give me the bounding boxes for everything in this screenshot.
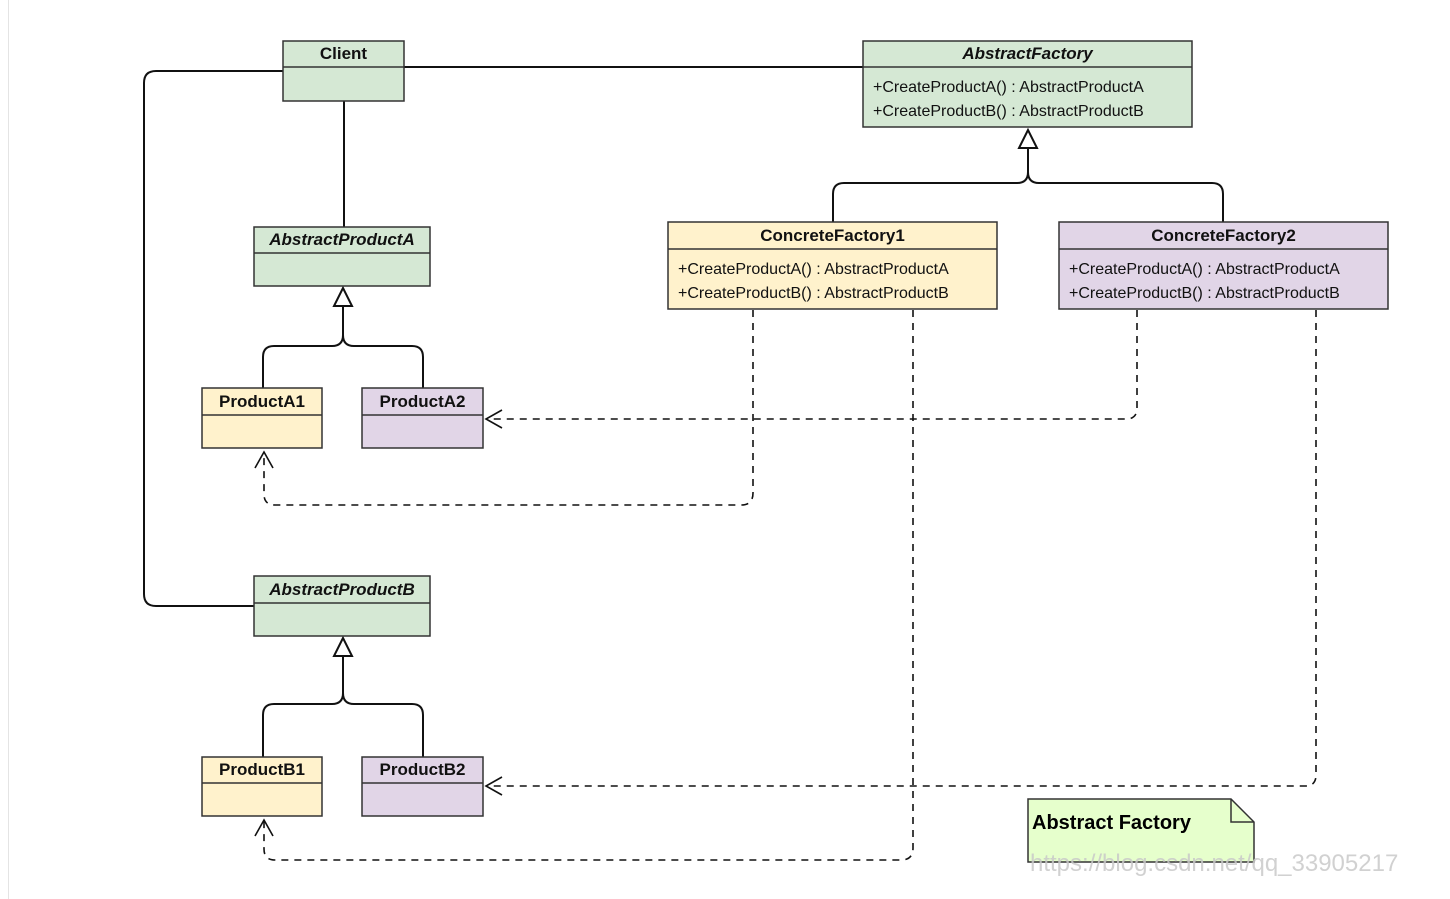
- concrete-factory2-title: ConcreteFactory2: [1151, 226, 1296, 245]
- product-a-inheritance-lines: [262, 307, 424, 388]
- abstract-factory-method-a: +CreateProductA() : AbstractProductA: [873, 79, 1144, 96]
- concrete-factory1-title: ConcreteFactory1: [760, 226, 905, 245]
- watermark-text: https://blog.csdn.net/qq_33905217: [1030, 850, 1398, 877]
- arrowhead-product-b2: [484, 776, 503, 796]
- concrete-factory2-method-a: +CreateProductA() : AbstractProductA: [1069, 261, 1340, 278]
- class-product-a1[interactable]: ProductA1: [201, 387, 323, 449]
- arrowhead-product-a1: [254, 450, 274, 469]
- class-abstract-product-a[interactable]: AbstractProductA: [253, 226, 431, 287]
- product-a2-title: ProductA2: [380, 392, 466, 411]
- abstract-factory-method-b: +CreateProductB() : AbstractProductB: [873, 103, 1144, 120]
- cf2-to-product-a2-dependency: [487, 310, 1138, 420]
- client-title: Client: [320, 44, 368, 63]
- left-border: [8, 0, 9, 899]
- class-product-a2[interactable]: ProductA2: [361, 387, 484, 449]
- abstract-factory-title: AbstractFactory: [961, 44, 1094, 63]
- client-product-b-association: [143, 70, 283, 607]
- note-text: Abstract Factory: [1032, 812, 1192, 834]
- class-product-b2[interactable]: ProductB2: [361, 756, 484, 817]
- class-client[interactable]: Client: [282, 40, 405, 102]
- class-concrete-factory2[interactable]: ConcreteFactory2 +CreateProductA() : Abs…: [1058, 221, 1389, 310]
- class-abstract-factory[interactable]: AbstractFactory +CreateProductA() : Abst…: [862, 40, 1193, 128]
- product-b2-title: ProductB2: [380, 760, 466, 779]
- cf1-to-product-a1-dependency: [263, 310, 754, 506]
- arrowhead-product-b1: [254, 818, 274, 837]
- class-product-b1[interactable]: ProductB1: [201, 756, 323, 817]
- product-b-inheritance-lines: [262, 657, 424, 757]
- concrete-factory1-method-a: +CreateProductA() : AbstractProductA: [678, 261, 949, 278]
- concrete-factory2-method-b: +CreateProductB() : AbstractProductB: [1069, 285, 1340, 302]
- product-a1-title: ProductA1: [219, 392, 305, 411]
- cf2-to-product-b2-dependency: [487, 310, 1317, 787]
- abstract-product-a-title: AbstractProductA: [268, 230, 414, 249]
- concrete-factory1-method-b: +CreateProductB() : AbstractProductB: [678, 285, 949, 302]
- class-concrete-factory1[interactable]: ConcreteFactory1 +CreateProductA() : Abs…: [667, 221, 998, 310]
- triangle-abstract-product-a: [332, 285, 354, 307]
- note-abstract-factory[interactable]: Abstract Factory: [1027, 798, 1255, 863]
- factory-inheritance-lines: [832, 148, 1224, 222]
- triangle-abstract-factory: [1017, 127, 1039, 149]
- triangle-abstract-product-b: [332, 635, 354, 657]
- arrowhead-product-a2: [484, 409, 503, 429]
- abstract-product-b-title: AbstractProductB: [268, 580, 414, 599]
- cf1-to-product-b1-dependency: [263, 310, 914, 861]
- connectors: [143, 66, 1317, 861]
- class-abstract-product-b[interactable]: AbstractProductB: [253, 575, 431, 637]
- product-b1-title: ProductB1: [219, 760, 305, 779]
